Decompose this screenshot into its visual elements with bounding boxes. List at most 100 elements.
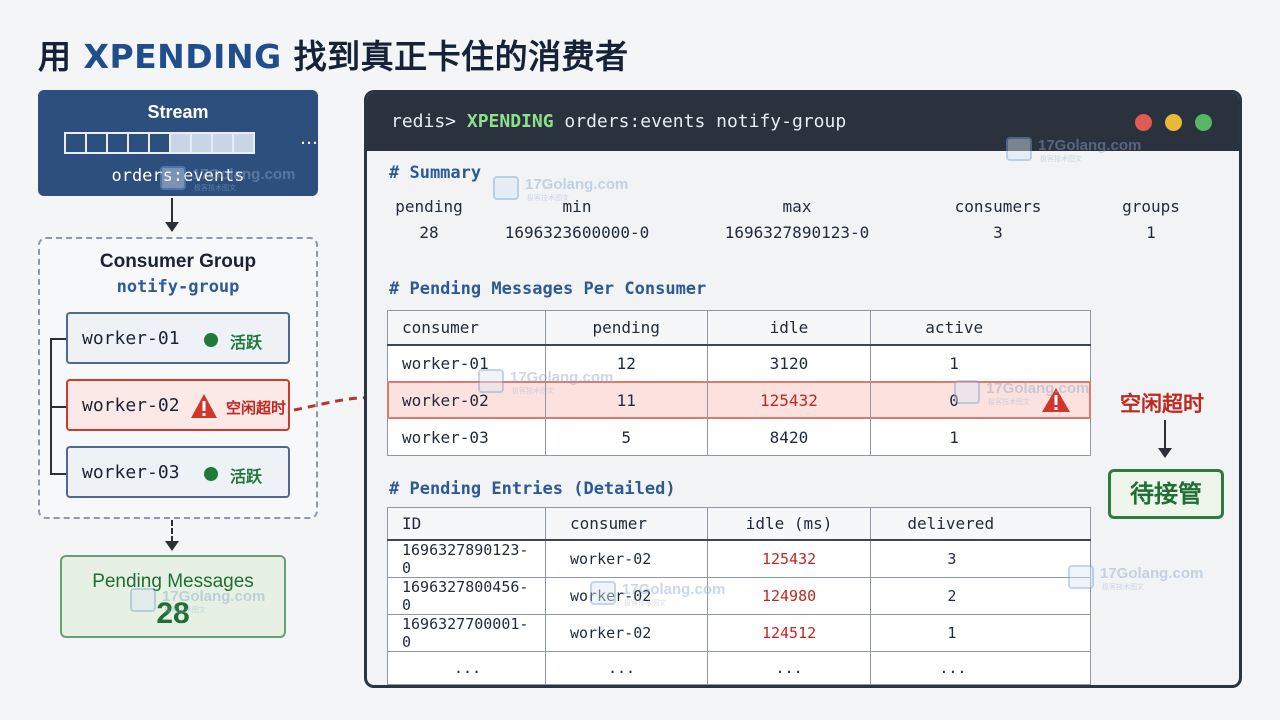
stream-cell (106, 132, 129, 154)
column-header: consumer (544, 507, 708, 541)
warning-icon (1042, 388, 1070, 412)
worker-name: worker-03 (82, 462, 180, 483)
table-cell: 12 (544, 344, 708, 382)
timeout-label: 空闲超时 (1120, 392, 1204, 416)
consumer-group: Consumer Group notify-group worker-01 活跃… (38, 237, 318, 519)
table-cell: 124980 (706, 576, 872, 615)
table-row: 1696327890123-0 worker-02 125432 3 (387, 539, 1091, 578)
maximize-dot-icon[interactable] (1195, 114, 1212, 131)
table-cell: worker-02 (544, 539, 708, 578)
stream-cell (127, 132, 150, 154)
status-dot-icon (204, 333, 218, 347)
terminal-titlebar: redis> XPENDING orders:events notify-gro… (367, 93, 1239, 151)
table-row: ... ... ... ... (387, 650, 1091, 685)
stream-ellipsis: … (300, 128, 318, 149)
summary-value: 1696323600000-0 (504, 223, 650, 242)
page-title: 用 XPENDING 找到真正卡住的消费者 (38, 37, 629, 76)
worker-card: worker-03 活跃 (66, 446, 290, 498)
stream-cell (232, 132, 255, 154)
column-header: active (870, 310, 1091, 346)
status-dot-icon (204, 467, 218, 481)
tree-line (50, 406, 66, 408)
table-cell: ... (387, 650, 546, 685)
summary-value: 1696327890123-0 (724, 223, 870, 242)
column-header: idle (ms) (706, 507, 872, 541)
tree-line (50, 338, 66, 340)
watermark-logo-icon (160, 166, 186, 190)
worker-card-stuck: worker-02 空闲超时 (66, 379, 290, 431)
table-header-row: consumer pending idle active (387, 310, 1091, 346)
stream-cell (148, 132, 171, 154)
table-cell: 2 (870, 576, 1091, 615)
summary-header: min (562, 197, 592, 216)
table-row: 1696327800456-0 worker-02 124980 2 (387, 576, 1091, 615)
per-consumer-heading: # Pending Messages Per Consumer (389, 279, 707, 299)
table-cell: 1696327890123-0 (387, 539, 546, 578)
warning-icon (191, 394, 217, 418)
stream-cell (64, 132, 87, 154)
stream-node: Stream … orders:events (38, 90, 318, 196)
stream-cell (85, 132, 108, 154)
table-cell: 125432 (706, 381, 872, 419)
stream-label: Stream (147, 102, 209, 122)
stream-cells (64, 132, 255, 154)
stream-cell (211, 132, 234, 154)
arrow-timeout-to-takeover (1164, 420, 1166, 450)
takeover-box: 待接管 (1108, 469, 1224, 519)
detailed-heading: # Pending Entries (Detailed) (389, 479, 676, 499)
summary-value: 28 (419, 223, 439, 242)
table-cell: ... (870, 650, 1091, 685)
stream-cell (190, 132, 213, 154)
worker-status: 空闲超时 (226, 399, 287, 417)
watermark-logo-icon (493, 176, 519, 200)
worker-name: worker-01 (82, 328, 180, 349)
watermark-logo-icon (1068, 565, 1094, 589)
table-cell: 1 (870, 418, 1091, 456)
stream-cell (169, 132, 192, 154)
arrow-head (165, 222, 179, 232)
table-cell: 1696327700001-0 (387, 613, 546, 652)
arrow-stream-to-group (171, 198, 173, 224)
watermark-logo-icon (590, 581, 616, 605)
table-cell: 8420 (706, 418, 872, 456)
column-header: pending (544, 310, 708, 346)
table-row: worker-03 5 8420 1 (387, 418, 1091, 456)
table-cell: worker-01 (387, 344, 546, 382)
column-header: idle (706, 310, 872, 346)
table-cell: 1696327800456-0 (387, 576, 546, 615)
table-cell: 3120 (706, 344, 872, 382)
arrow-head (1158, 448, 1172, 458)
tree-line (50, 473, 66, 475)
table-cell: 1 (870, 344, 1091, 382)
table-row: 1696327700001-0 worker-02 124512 1 (387, 613, 1091, 652)
watermark-logo-icon (954, 380, 980, 404)
summary-header: max (782, 197, 812, 216)
group-title: Consumer Group (99, 251, 257, 272)
table-cell: worker-02 (544, 613, 708, 652)
table-cell: ... (706, 650, 872, 685)
summary-heading: # Summary (389, 163, 482, 183)
table-cell: 11 (544, 381, 708, 419)
summary-header: consumers (954, 197, 1042, 216)
detailed-entries-table: ID consumer idle (ms) delivered 16963278… (387, 507, 1091, 685)
table-cell: 5 (544, 418, 708, 456)
minimize-dot-icon[interactable] (1165, 114, 1182, 131)
table-cell: 3 (870, 539, 1091, 578)
table-row: worker-01 12 3120 1 (387, 344, 1091, 382)
column-header: ID (387, 507, 546, 541)
table-cell: 1 (870, 613, 1091, 652)
close-dot-icon[interactable] (1135, 114, 1152, 131)
table-cell: ... (544, 650, 708, 685)
terminal-command: redis> XPENDING orders:events notify-gro… (391, 111, 847, 132)
column-header: consumer (387, 310, 546, 346)
table-cell: 124512 (706, 613, 872, 652)
watermark-logo-icon (478, 369, 504, 393)
table-cell: worker-02 (544, 576, 708, 615)
summary-value: 1 (1146, 223, 1156, 242)
worker-card: worker-01 活跃 (66, 312, 290, 364)
table-cell: worker-03 (387, 418, 546, 456)
worker-name: worker-02 (82, 395, 180, 416)
summary-header: groups (1122, 197, 1180, 216)
watermark-logo-icon (1006, 137, 1032, 161)
summary-value: 3 (993, 223, 1003, 242)
